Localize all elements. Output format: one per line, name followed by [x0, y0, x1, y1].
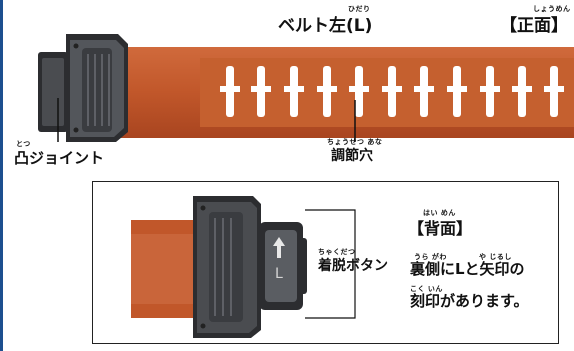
description-line-2: 刻印があります。: [410, 292, 529, 310]
button-leader-line: [305, 209, 356, 319]
adjust-hole: [317, 66, 337, 117]
description-ruby-a: うら がわ: [414, 253, 447, 261]
adjust-hole: [414, 66, 434, 117]
description-line-1: 裏側にLと矢印の: [410, 260, 525, 278]
joint-ruby: とつ: [16, 140, 31, 148]
front-ruby: しょうめん: [533, 5, 571, 13]
joint-buckle: [38, 34, 128, 142]
belt-left-ruby: ひだり: [348, 5, 371, 13]
description-ruby-b: や じるし: [479, 253, 512, 261]
adjust-hole: [382, 66, 402, 117]
release-button-ruby: ちゃくだつ: [318, 248, 356, 256]
back-view-label: 【背面】: [408, 219, 473, 238]
joint-label: 凸ジョイント: [14, 149, 105, 167]
back-belt-illustration: L: [131, 196, 356, 338]
adjust-hole: [284, 66, 304, 117]
back-view-panel: L: [92, 181, 559, 344]
adjust-hole-label: 調節穴: [331, 148, 373, 164]
adjust-hole: [544, 66, 564, 117]
adjust-hole: [349, 66, 369, 117]
back-ruby: はい めん: [423, 209, 456, 217]
description-ruby-c: こく いん: [410, 285, 443, 293]
adjust-hole-ruby: ちょうせつ あな: [327, 138, 383, 146]
front-view-label: 【正面】: [500, 16, 568, 36]
release-button-label: 着脱ボタン: [318, 258, 388, 274]
adjust-hole: [480, 66, 500, 117]
back-buckle: [193, 196, 307, 338]
adjust-hole: [220, 66, 240, 117]
left-accent-rule: [0, 0, 3, 351]
adjust-holes: [220, 66, 564, 117]
engraved-l-letter: L: [275, 266, 283, 282]
adjust-hole: [447, 66, 467, 117]
belt-left-label: ベルト左(L): [278, 16, 373, 36]
belt-inner-band: [200, 58, 574, 127]
adjust-hole: [251, 66, 271, 117]
up-arrow-icon: [273, 237, 285, 258]
adjust-hole: [512, 66, 532, 117]
